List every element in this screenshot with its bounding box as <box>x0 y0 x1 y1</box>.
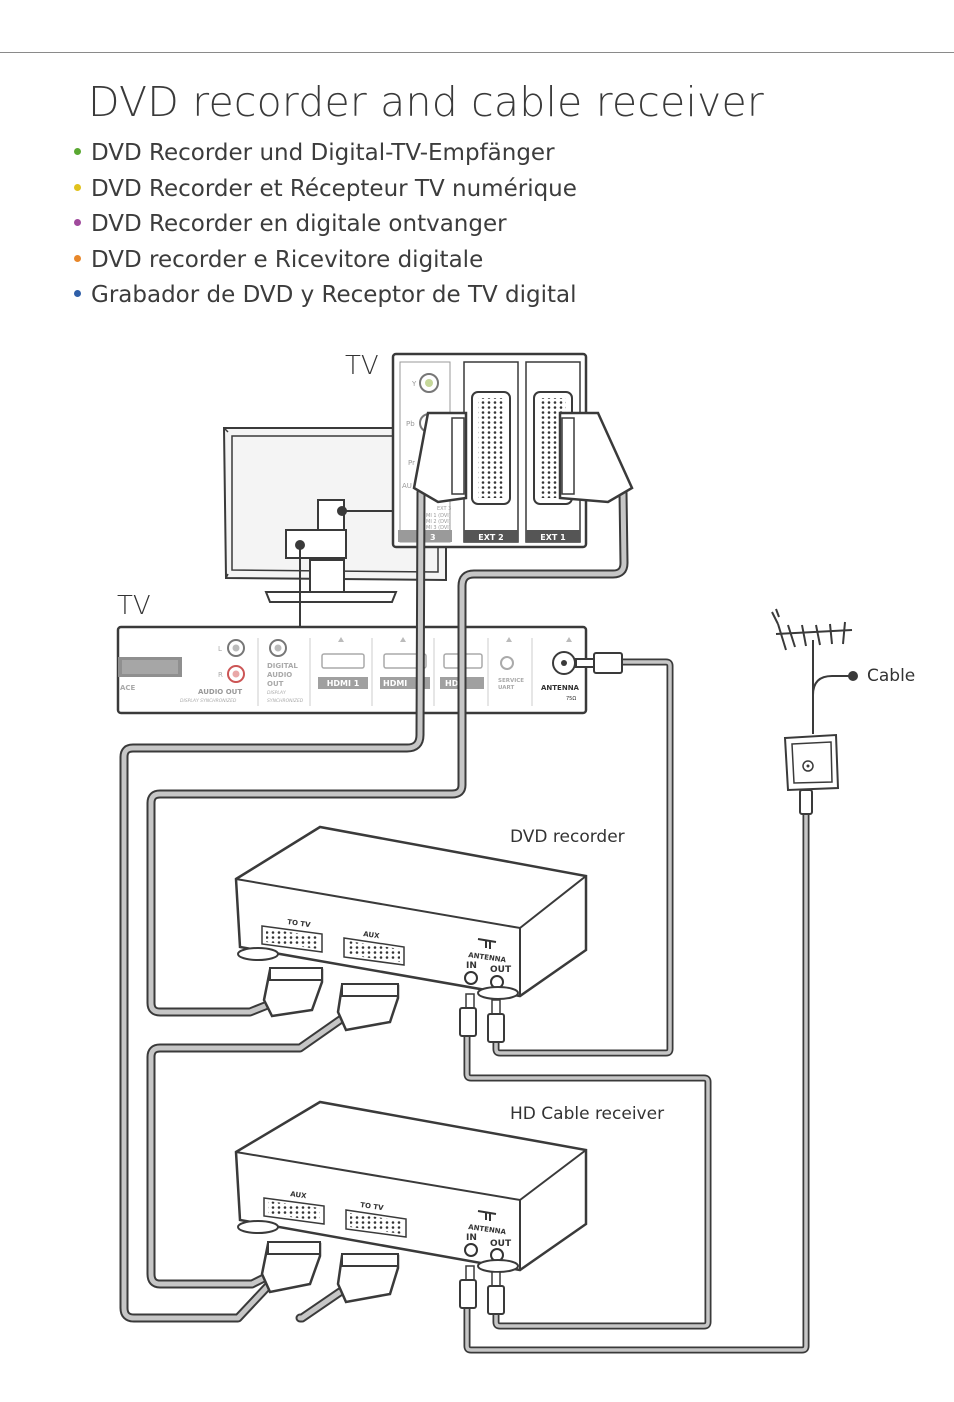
ace-label: ACE <box>120 684 136 692</box>
bullet-dot <box>74 254 81 262</box>
display-sync-label: DISPLAY SYNCHRONIZED <box>180 698 237 704</box>
audio-left-label: L <box>218 645 222 653</box>
language-item-nl: DVD Recorder en digitale ontvanger <box>74 207 577 243</box>
tv-set-illustration <box>222 427 447 628</box>
dvd-in-label: IN <box>466 961 477 971</box>
hd-cable-receiver-device: AUX TO TV ANTENNA IN OUT <box>234 1100 588 1315</box>
dvd-totv-label: TO TV <box>287 918 312 929</box>
tv-antenna-label: ANTENNA <box>541 684 580 692</box>
wall-socket-icon <box>783 733 840 815</box>
audio-right-label: R <box>218 671 223 679</box>
hd-in-label: IN <box>466 1233 477 1243</box>
audio-out-label: AUDIO OUT <box>198 688 242 696</box>
ext3-label: 3 <box>430 533 436 542</box>
dvd-aux-label: AUX <box>363 930 381 940</box>
y-port-label: Y <box>411 380 417 388</box>
synchronized-label: SYNCHRONIZED <box>267 698 304 704</box>
hdmi2-small-label: MI 2 (DVI) <box>426 519 451 525</box>
coax-plug-tv <box>575 652 623 674</box>
audio-label: AUDIO <box>267 671 292 679</box>
hdmi3-small-label: MI 3 (DVI) <box>426 525 451 531</box>
bullet-dot <box>74 148 81 155</box>
scart-plug-ext2 <box>412 411 468 504</box>
hdmi3-label: HD <box>445 679 459 688</box>
hdmi2-label: HDMI <box>383 679 407 688</box>
service-label: SERVICE <box>498 678 524 684</box>
language-item-de: DVD Recorder und Digital-TV-Empfänger <box>74 136 577 172</box>
uart-label: UART <box>498 685 515 691</box>
hdmi1-small-label: MI 1 (DVI) <box>426 513 451 519</box>
tv-side-label: TV <box>117 591 151 621</box>
scart-plug-ext1 <box>558 411 634 504</box>
hd-aux-label: AUX <box>290 1190 308 1200</box>
cable-runs <box>119 487 810 1354</box>
tv-side-panel: ACE L R AUDIO OUT DISPLAY SYNCHRONIZED D… <box>116 625 588 715</box>
hdmi1-label: HDMI 1 <box>327 679 360 688</box>
cable-label: Cable <box>867 666 915 686</box>
language-list: DVD Recorder und Digital-TV-Empfänger DV… <box>74 136 577 314</box>
top-rule <box>0 52 954 53</box>
tv-top-label: TV <box>345 351 379 381</box>
pb-port-label: Pb <box>406 420 415 428</box>
dvd-out-label: OUT <box>490 965 512 975</box>
hd-cable-receiver-label: HD Cable receiver <box>510 1104 664 1124</box>
display-label: DISPLAY <box>267 690 287 696</box>
language-item-fr: DVD Recorder et Récepteur TV numérique <box>74 172 577 208</box>
ext2-label: EXT 2 <box>478 533 503 542</box>
dvd-recorder-device: TO TV AUX ANTENNA IN OUT <box>234 825 588 1043</box>
language-item-es: Grabador de DVD y Receptor de TV digital <box>74 278 577 314</box>
out-label: OUT <box>267 680 284 688</box>
ext3-small-label: EXT 3 <box>437 506 451 512</box>
language-item-it: DVD recorder e Ricevitore digitale <box>74 243 577 279</box>
audio-port-label: AU <box>402 482 412 490</box>
impedance-label: 75Ω <box>566 696 576 702</box>
bullet-dot <box>74 290 81 297</box>
ext1-label: EXT 1 <box>540 533 566 542</box>
page-title: DVD recorder and cable receiver <box>88 78 764 126</box>
pr-port-label: Pr <box>408 459 415 467</box>
aerial-antenna-icon <box>771 608 858 734</box>
dvd-recorder-label: DVD recorder <box>510 827 625 847</box>
bullet-dot <box>74 183 81 191</box>
hd-out-label: OUT <box>490 1239 512 1249</box>
bullet-dot <box>74 219 81 226</box>
hd-totv-label: TO TV <box>360 1201 385 1212</box>
digital-label: DIGITAL <box>267 662 298 670</box>
